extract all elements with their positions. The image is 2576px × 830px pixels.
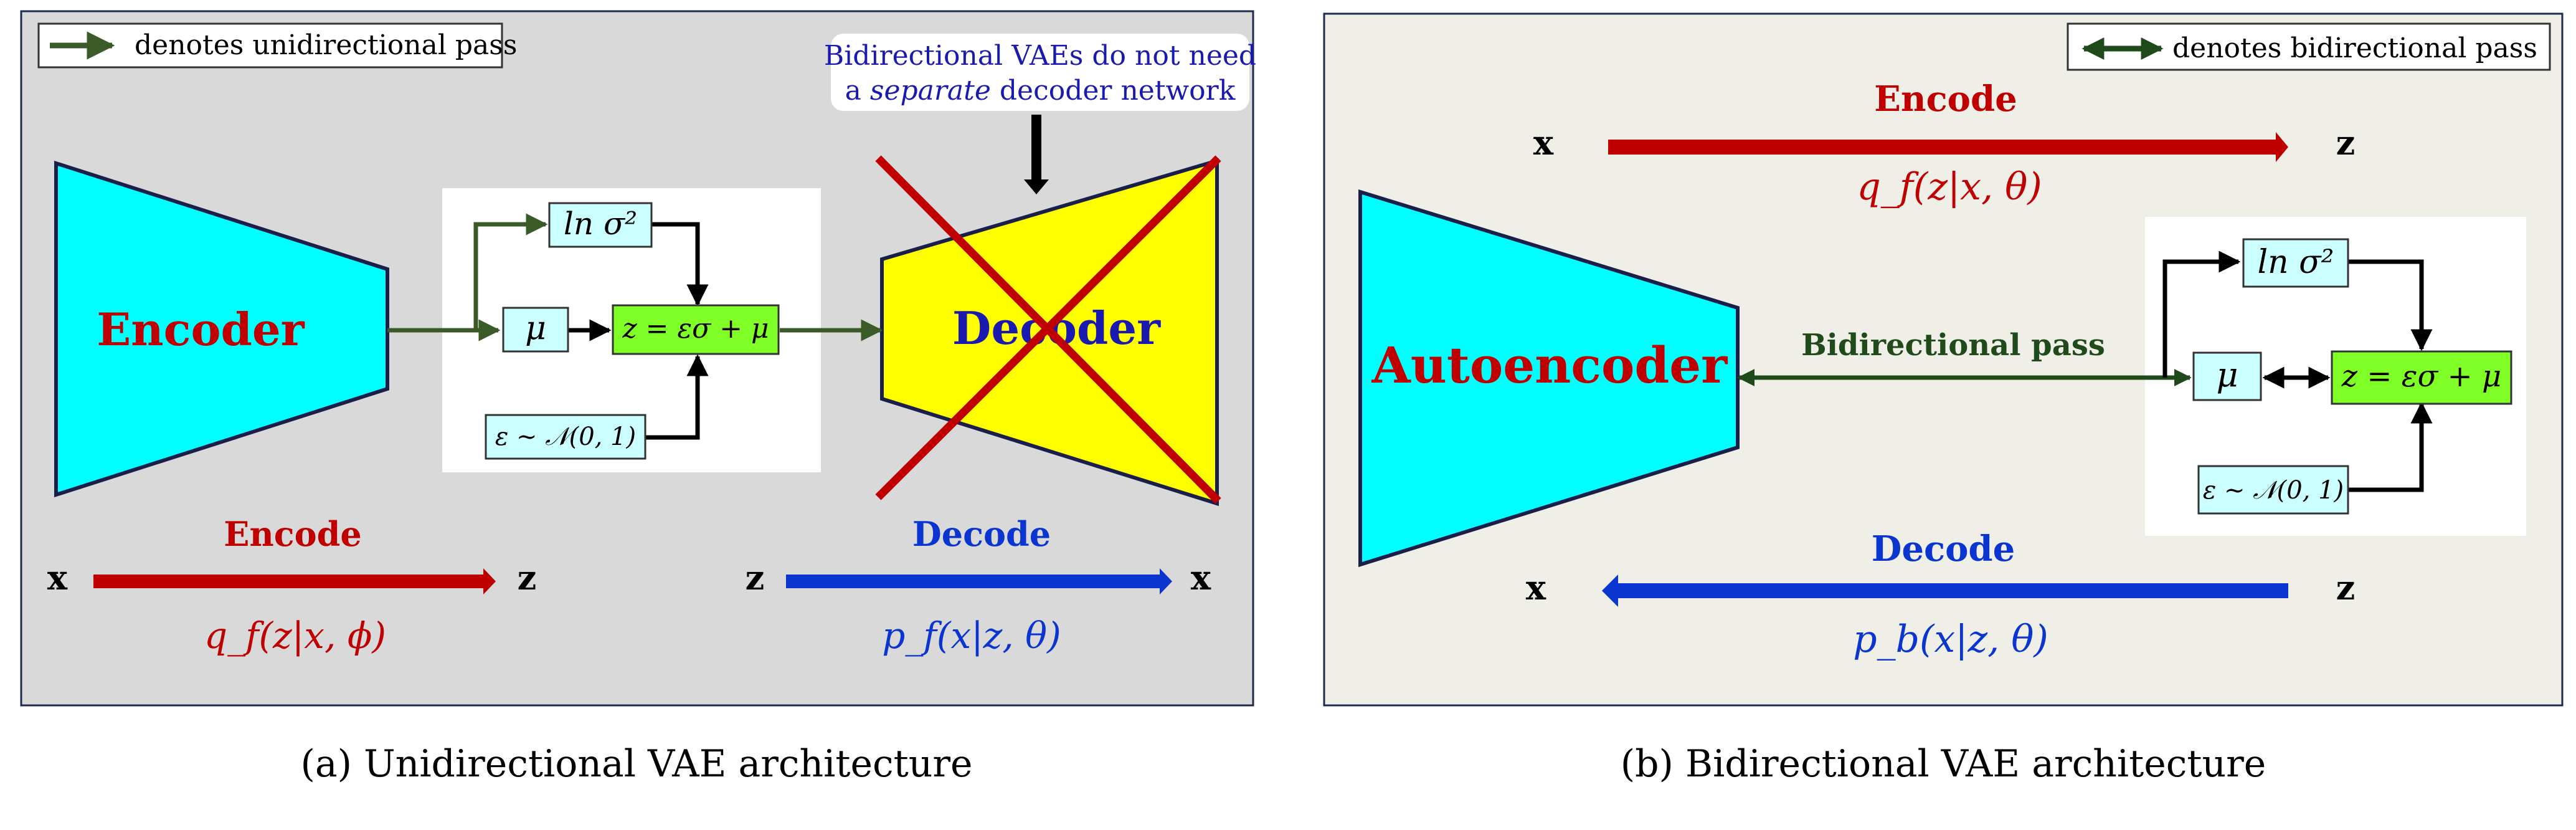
encode-arrow-a-shaft [93, 575, 486, 588]
encode-label-a: Encode [224, 514, 361, 554]
cross-out-line-2 [875, 155, 1221, 500]
encode-expression-b: q_f(z|x, θ) [1857, 165, 2042, 209]
encode-from-a: x [47, 558, 68, 598]
encoder-label: Encoder [97, 303, 305, 356]
log-variance-label-b: ln σ² [2258, 244, 2334, 281]
encode-label-b: Encode [1874, 79, 2017, 120]
decode-expression-a: p_f(x|z, θ) [882, 614, 1061, 657]
callout-box [831, 34, 1249, 111]
mu-label: μ [525, 310, 546, 347]
callout: Bidirectional VAEs do not need a separat… [824, 34, 1256, 194]
decode-row-b: Decode z x p_b(x|z, θ) [1526, 528, 2355, 661]
encode-arrow-a-head-icon [483, 568, 496, 594]
decode-arrow-a-head-icon [1160, 568, 1172, 594]
decode-from-a: z [746, 558, 765, 598]
epsilon-box-b [2197, 465, 2349, 515]
callout-line2: a separate decoder network [845, 75, 1236, 107]
decode-label-a: Decode [912, 514, 1051, 554]
z-sample-label-b: z = εσ + μ [2341, 359, 2501, 394]
decode-arrow-b-head-icon [1602, 575, 1618, 607]
log-variance-label: ln σ² [564, 206, 637, 242]
decode-to-a: x [1191, 558, 1211, 598]
decoder-label: Decoder [952, 302, 1161, 355]
autoencoder-block [1358, 189, 1740, 568]
legend-text-b: denotes bidirectional pass [2172, 32, 2537, 64]
legend-text: denotes unidirectional pass [135, 29, 517, 61]
caption-a: (a) Unidirectional VAE architecture [300, 742, 972, 786]
caption-b: (b) Bidirectional VAE architecture [1621, 742, 2266, 786]
z-sample-box [612, 304, 780, 355]
encode-arrow-b-shaft [1608, 140, 2280, 155]
decode-row-a: Decode z x p_f(x|z, θ) [746, 514, 1211, 657]
panel-a-legend: denotes unidirectional pass [37, 22, 517, 69]
decode-from-b: z [2336, 568, 2356, 608]
z-sample-box-b [2331, 350, 2512, 405]
callout-arrow-head-icon [1024, 179, 1049, 194]
log-variance-box-b [2242, 238, 2349, 288]
encode-arrow-b-head-icon [2276, 132, 2288, 162]
encode-row-a: Encode x z q_f(z|x, ϕ) [47, 514, 536, 657]
encoder-block [54, 160, 389, 498]
epsilon-label-b: ε ~ 𝒩(0, 1) [2203, 476, 2344, 505]
decode-arrow-b-shaft [1614, 583, 2288, 598]
encode-to-a: z [518, 558, 537, 598]
mu-label-b: μ [2216, 355, 2238, 394]
encode-row-b: Encode x z q_f(z|x, θ) [1533, 79, 2355, 209]
encoder-to-latent-flow [387, 213, 883, 440]
encode-from-b: x [1533, 123, 1554, 163]
decode-label-b: Decode [1872, 528, 2015, 570]
encode-expression-a: q_f(z|x, ϕ) [204, 614, 386, 657]
panel-b: denotes bidirectional pass Encode x z q_… [1323, 12, 2564, 786]
log-variance-box [548, 202, 653, 248]
decode-expression-b: p_b(x|z, θ) [1853, 618, 2048, 661]
bidirectional-pass-label: Bidirectional pass [1801, 328, 2105, 363]
decode-to-b: x [1526, 568, 1546, 608]
latent-flow-b [2162, 250, 2433, 492]
autoencoder-label: Autoencoder [1371, 336, 1728, 394]
panel-a: denotes unidirectional pass Bidirectiona… [20, 10, 1256, 786]
mu-box-b [2192, 351, 2262, 401]
z-sample-label: z = εσ + μ [622, 313, 769, 345]
epsilon-label: ε ~ 𝒩(0, 1) [495, 422, 636, 451]
callout-line1: Bidirectional VAEs do not need [824, 40, 1256, 72]
panel-b-legend: denotes bidirectional pass [2067, 22, 2551, 71]
mu-box [502, 307, 569, 353]
encode-to-b: z [2336, 123, 2356, 163]
epsilon-box [485, 414, 646, 460]
decode-arrow-a-shaft [786, 575, 1162, 588]
